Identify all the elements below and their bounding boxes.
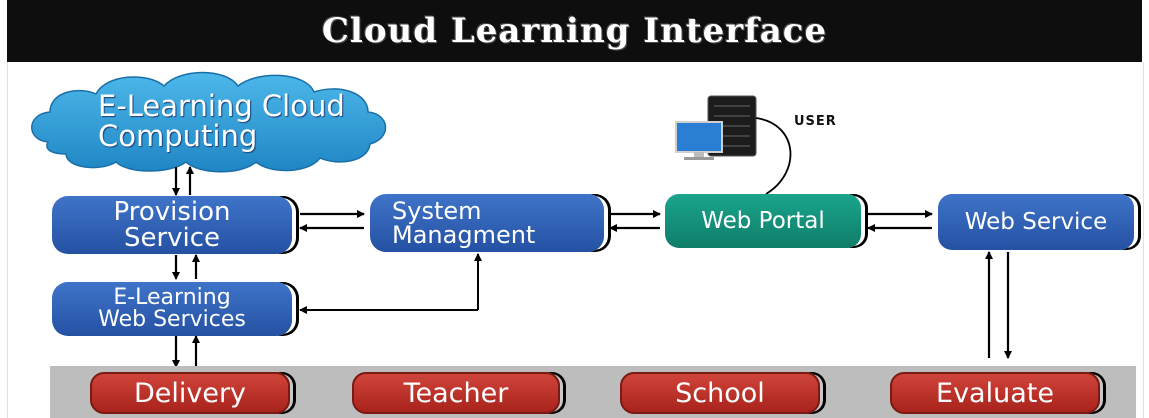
- cloud-label-line1: E-Learning Cloud: [98, 89, 345, 123]
- school-button[interactable]: School: [620, 372, 820, 414]
- cloud-label-line2: Computing: [98, 118, 258, 153]
- system-managment-node[interactable]: System Managment: [370, 194, 604, 252]
- evaluate-button[interactable]: Evaluate: [890, 372, 1100, 414]
- delivery-label: Delivery: [133, 377, 247, 409]
- provision-service-line1: Provision: [113, 197, 231, 227]
- user-label: USER: [794, 114, 837, 129]
- system-managment-line1: System: [392, 197, 482, 225]
- elearning-web-services-line2: Web Services: [98, 307, 246, 332]
- web-service-node[interactable]: Web Service: [938, 194, 1134, 250]
- evaluate-label: Evaluate: [936, 377, 1054, 409]
- provision-service-line2: Service: [123, 223, 221, 253]
- teacher-label: Teacher: [403, 377, 509, 409]
- provision-service-node[interactable]: Provision Service: [52, 196, 292, 254]
- elearning-web-services-node[interactable]: E-Learning Web Services: [52, 282, 292, 336]
- delivery-button[interactable]: Delivery: [90, 372, 290, 414]
- teacher-button[interactable]: Teacher: [352, 372, 560, 414]
- elearning-web-services-line1: E-Learning: [113, 285, 231, 310]
- web-portal-node[interactable]: Web Portal: [665, 194, 861, 248]
- system-managment-line2: Managment: [392, 221, 536, 249]
- diagram-canvas: E-Learning Cloud Computing USER Provisio…: [7, 62, 1144, 418]
- web-portal-label: Web Portal: [701, 207, 825, 234]
- cloud-shape: [31, 71, 387, 173]
- diagram-title: Cloud Learning Interface: [321, 11, 828, 51]
- cloud-label: E-Learning Cloud Computing: [98, 89, 345, 153]
- title-bar: Cloud Learning Interface: [7, 0, 1142, 62]
- user-cable: [755, 117, 792, 195]
- school-label: School: [675, 377, 765, 409]
- computer-icon: [675, 95, 792, 195]
- web-service-label: Web Service: [964, 208, 1108, 235]
